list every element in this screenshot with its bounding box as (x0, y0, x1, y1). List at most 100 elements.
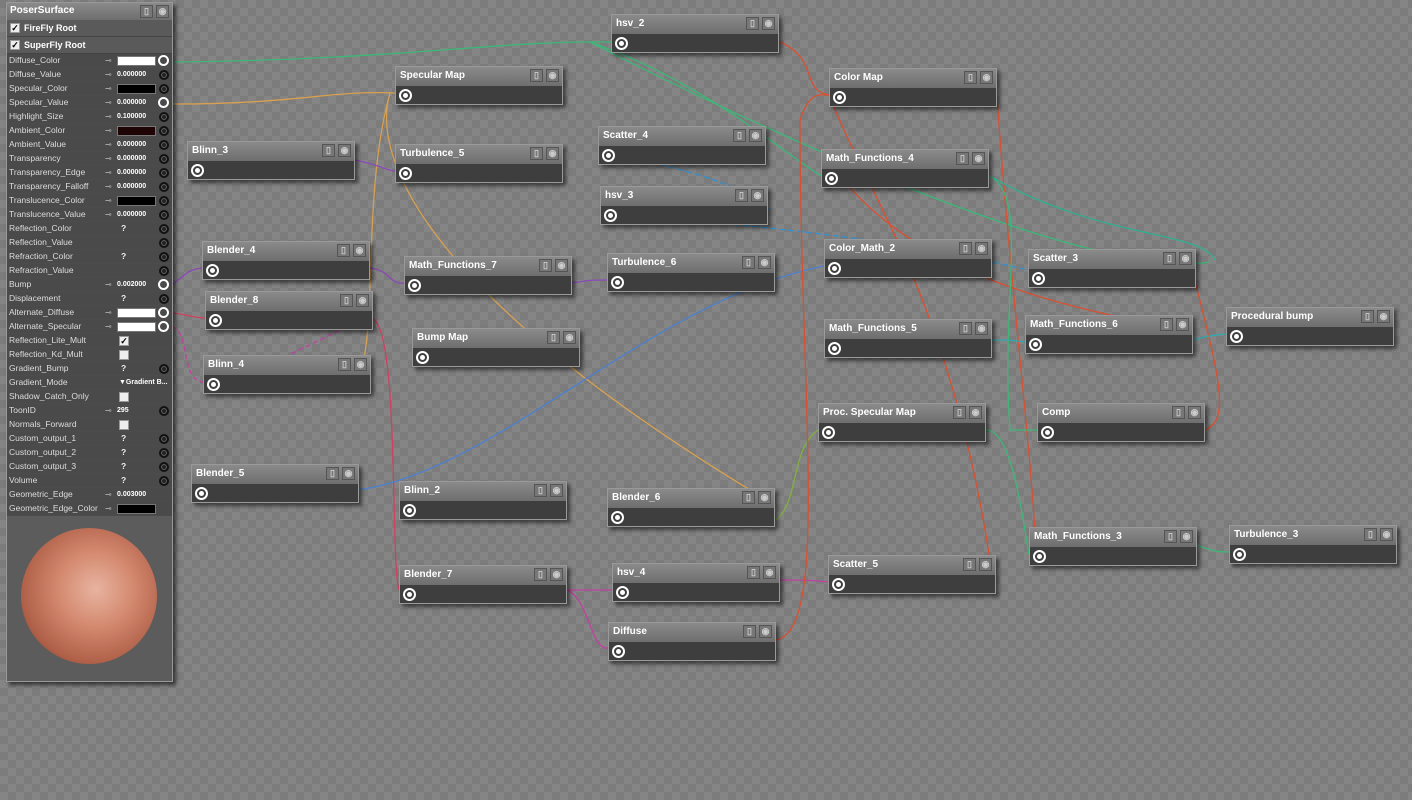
input-plug-icon[interactable] (159, 168, 169, 178)
collapse-icon[interactable]: ▯ (963, 558, 976, 571)
animation-key-icon[interactable]: ⊸ (105, 126, 112, 135)
collapse-icon[interactable]: ▯ (1160, 318, 1173, 331)
collapse-icon[interactable]: ▯ (547, 331, 560, 344)
param-row-custom_output_1[interactable]: Custom_output_1? (7, 432, 172, 446)
param-row-reflection_lite_mult[interactable]: Reflection_Lite_Mult✓ (7, 334, 172, 348)
output-plug-icon[interactable] (602, 149, 615, 162)
unknown-value[interactable]: ? (121, 223, 127, 233)
collapse-icon[interactable]: ▯ (140, 5, 153, 18)
node-blender-6[interactable]: Blender_6▯◉ (607, 488, 775, 527)
input-plug-icon[interactable] (159, 434, 169, 444)
collapse-icon[interactable]: ▯ (743, 625, 756, 638)
collapse-icon[interactable]: ▯ (534, 568, 547, 581)
unknown-value[interactable]: ? (121, 461, 127, 471)
param-value[interactable]: 0.000000 (117, 211, 147, 218)
input-plug-icon[interactable] (159, 252, 169, 262)
root-toggle[interactable]: ✓SuperFly Root (7, 37, 172, 54)
checkbox[interactable] (119, 392, 129, 402)
output-plug-icon[interactable] (615, 37, 628, 50)
node-math-functions-4[interactable]: Math_Functions_4▯◉ (821, 149, 989, 188)
collapse-icon[interactable]: ▯ (1164, 530, 1177, 543)
output-plug-icon[interactable] (191, 164, 204, 177)
node-blinn-4[interactable]: Blinn_4▯◉ (203, 355, 371, 394)
collapse-icon[interactable]: ▯ (746, 17, 759, 30)
output-plug-icon[interactable] (612, 645, 625, 658)
node-color-math-2[interactable]: Color_Math_2▯◉ (824, 239, 992, 278)
node-header[interactable]: Blender_5▯◉ (192, 465, 358, 484)
collapse-icon[interactable]: ▯ (735, 189, 748, 202)
unknown-value[interactable]: ? (121, 447, 127, 457)
animation-key-icon[interactable]: ⊸ (105, 210, 112, 219)
node-header[interactable]: Color_Math_2▯◉ (825, 240, 991, 259)
node-header[interactable]: Blinn_2▯◉ (400, 482, 566, 501)
checkbox[interactable]: ✓ (10, 23, 20, 33)
connected-input-icon[interactable] (158, 307, 169, 318)
input-plug-icon[interactable] (159, 238, 169, 248)
param-row-alternate_specular[interactable]: Alternate_Specular⊸ (7, 320, 172, 334)
node-header[interactable]: Blender_6▯◉ (608, 489, 774, 508)
output-plug-icon[interactable] (1233, 548, 1246, 561)
param-row-highlight_size[interactable]: Highlight_Size⊸0.100000 (7, 110, 172, 124)
node-header[interactable]: Proc. Specular Map▯◉ (819, 404, 985, 423)
node-header[interactable]: Diffuse▯◉ (609, 623, 775, 642)
node-header[interactable]: Blender_7▯◉ (400, 566, 566, 585)
color-swatch[interactable] (117, 322, 156, 332)
node-math-functions-7[interactable]: Math_Functions_7▯◉ (404, 256, 572, 295)
param-row-transparency_falloff[interactable]: Transparency_Falloff⊸0.000000 (7, 180, 172, 194)
preview-toggle-icon[interactable]: ◉ (1188, 406, 1201, 419)
preview-toggle-icon[interactable]: ◉ (969, 406, 982, 419)
param-row-translucence_color[interactable]: Translucence_Color⊸ (7, 194, 172, 208)
output-plug-icon[interactable] (408, 279, 421, 292)
input-plug-icon[interactable] (159, 364, 169, 374)
color-swatch[interactable] (117, 196, 156, 206)
output-plug-icon[interactable] (399, 167, 412, 180)
param-value[interactable]: 0.000000 (117, 71, 147, 78)
node-math-functions-3[interactable]: Math_Functions_3▯◉ (1029, 527, 1197, 566)
collapse-icon[interactable]: ▯ (1364, 528, 1377, 541)
param-row-refraction_color[interactable]: Refraction_Color? (7, 250, 172, 264)
param-value[interactable]: 295 (117, 407, 129, 414)
input-plug-icon[interactable] (159, 84, 169, 94)
param-value[interactable]: 0.000000 (117, 169, 147, 176)
param-row-toonid[interactable]: ToonID⊸295 (7, 404, 172, 418)
param-value[interactable]: 0.000000 (117, 155, 147, 162)
param-value[interactable]: 0.000000 (117, 183, 147, 190)
node-header[interactable]: hsv_2▯◉ (612, 15, 778, 34)
output-plug-icon[interactable] (403, 504, 416, 517)
animation-key-icon[interactable]: ⊸ (105, 196, 112, 205)
param-row-translucence_value[interactable]: Translucence_Value⊸0.000000 (7, 208, 172, 222)
checkbox[interactable] (119, 420, 129, 430)
preview-toggle-icon[interactable]: ◉ (353, 244, 366, 257)
collapse-icon[interactable]: ▯ (530, 69, 543, 82)
input-plug-icon[interactable] (159, 182, 169, 192)
node-header[interactable]: Blinn_3▯◉ (188, 142, 354, 161)
preview-toggle-icon[interactable]: ◉ (758, 491, 771, 504)
input-plug-icon[interactable] (159, 154, 169, 164)
node-blender-8[interactable]: Blender_8▯◉ (205, 291, 373, 330)
node-header[interactable]: Turbulence_3▯◉ (1230, 526, 1396, 545)
node-header[interactable]: Comp▯◉ (1038, 404, 1204, 423)
param-row-alternate_diffuse[interactable]: Alternate_Diffuse⊸ (7, 306, 172, 320)
preview-toggle-icon[interactable]: ◉ (979, 558, 992, 571)
preview-toggle-icon[interactable]: ◉ (546, 147, 559, 160)
animation-key-icon[interactable]: ⊸ (105, 154, 112, 163)
animation-key-icon[interactable]: ⊸ (105, 98, 112, 107)
collapse-icon[interactable]: ▯ (964, 71, 977, 84)
param-row-geometric_edge[interactable]: Geometric_Edge⊸0.003000 (7, 488, 172, 502)
animation-key-icon[interactable]: ⊸ (105, 182, 112, 191)
output-plug-icon[interactable] (206, 264, 219, 277)
param-row-ambient_value[interactable]: Ambient_Value⊸0.000000 (7, 138, 172, 152)
input-plug-icon[interactable] (159, 140, 169, 150)
output-plug-icon[interactable] (1032, 272, 1045, 285)
preview-toggle-icon[interactable]: ◉ (354, 358, 367, 371)
node-comp[interactable]: Comp▯◉ (1037, 403, 1205, 442)
node-turbulence-5[interactable]: Turbulence_5▯◉ (395, 144, 563, 183)
animation-key-icon[interactable]: ⊸ (105, 504, 112, 513)
connected-input-icon[interactable] (158, 55, 169, 66)
node-scatter-5[interactable]: Scatter_5▯◉ (828, 555, 996, 594)
preview-toggle-icon[interactable]: ◉ (550, 484, 563, 497)
node-header[interactable]: Bump Map▯◉ (413, 329, 579, 348)
collapse-icon[interactable]: ▯ (956, 152, 969, 165)
animation-key-icon[interactable]: ⊸ (105, 308, 112, 317)
collapse-icon[interactable]: ▯ (534, 484, 547, 497)
